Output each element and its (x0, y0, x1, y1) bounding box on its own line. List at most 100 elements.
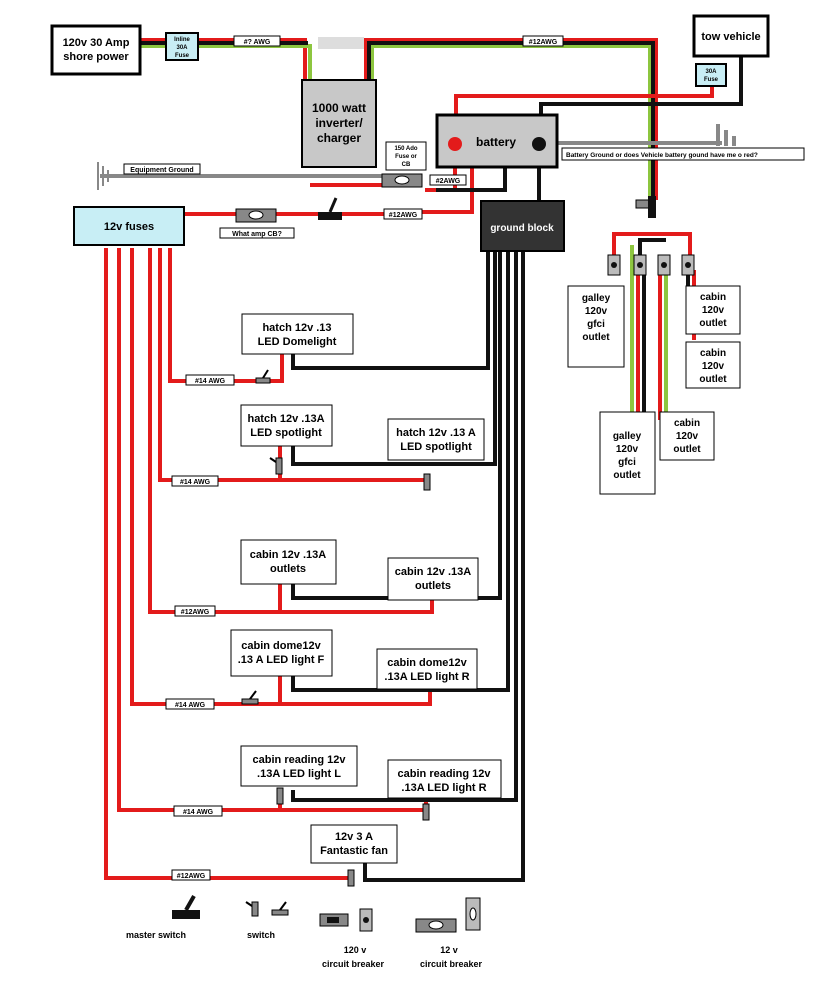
awg-14-a-label: #14 AWG (185, 374, 235, 386)
switch-hatch-spot-r (423, 473, 431, 491)
fuse-150-box: 150 Ado Fuse or CB (385, 141, 427, 171)
shore-power-box: 120v 30 Amp shore power (50, 24, 142, 76)
galley2-l4: outlet (613, 470, 641, 481)
awg-unknown-text: #? AWG (244, 39, 271, 46)
fan-hot (104, 248, 348, 880)
awg-14-b-label: #14 AWG (171, 475, 219, 487)
battery-positive-terminal (448, 137, 462, 151)
spot-hot (158, 248, 426, 482)
fan-gnd (363, 252, 525, 882)
awg-14-c-text: #14 AWG (175, 702, 206, 709)
inverter-l1: 1000 watt (312, 101, 366, 115)
cabin1-l1: cabin (700, 292, 726, 303)
cabin3-l2: 120v (676, 431, 699, 442)
awg-12-mid-label: #12AWG (383, 208, 423, 220)
legend-cb-12-l2: circuit breaker (420, 959, 483, 969)
outlet-breakers (607, 254, 695, 276)
awg-12-top-text: #12AWG (529, 39, 558, 46)
cabin-dome-r-l2: .13A LED light R (384, 671, 469, 683)
cabin1-l2: 120v (702, 305, 725, 316)
legend-master-switch-text: master switch (126, 930, 186, 940)
switch-hatch-dome (255, 369, 271, 384)
awg-12-c-label: #12AWG (174, 605, 216, 617)
battery-negative-terminal (532, 137, 546, 151)
reading-r-l1: cabin reading 12v (398, 768, 492, 780)
cabin2-l2: 120v (702, 361, 725, 372)
hatch-dome-l2: LED Domelight (258, 336, 337, 348)
awg-2-label: #2AWG (429, 174, 467, 186)
cabin-outlets-l-box: cabin 12v .13A outlets (240, 539, 337, 585)
switch-dome-f (241, 690, 259, 705)
dome-gnd (291, 252, 510, 692)
outlet-hot-bus (612, 232, 692, 255)
fan-l2: Fantastic fan (320, 845, 388, 857)
equipment-ground-symbol: Equipment Ground (97, 162, 201, 190)
fuse150-l3: CB (402, 162, 411, 168)
fuse150-l1: 150 Ado (394, 146, 417, 152)
cabin-dome-f-l2: .13 A LED light F (238, 654, 325, 666)
reading-l-l2: .13A LED light L (257, 768, 341, 780)
outlets-hot (148, 248, 434, 614)
galley2-l3: gfci (618, 457, 636, 468)
cabin-dome-r-box: cabin dome12v .13A LED light R (376, 648, 478, 690)
cb-inverter-symbol (381, 173, 423, 188)
cabin-outlets-r-box: cabin 12v .13A outlets (387, 557, 479, 601)
wires (100, 37, 743, 882)
cabin-dome-f-box: cabin dome12v .13 A LED light F (230, 629, 333, 677)
tow-fuse-l1: 30A (705, 69, 717, 75)
awg-14-d-text: #14 AWG (183, 809, 214, 816)
switch-reading-l (276, 787, 284, 805)
fan-l1: 12v 3 A (335, 831, 373, 843)
switch-fan (347, 869, 355, 887)
legend-switch: switch (245, 901, 289, 940)
awg-14-c-label: #14 AWG (165, 698, 215, 710)
shore-power-line2: shore power (63, 51, 129, 63)
galley1-l3: gfci (587, 319, 605, 330)
awg-2-text: #2AWG (436, 178, 461, 185)
hatch-spot-l-box: hatch 12v .13A LED spotlight (240, 404, 333, 447)
legend-cb-12: 12 v circuit breaker (415, 897, 483, 969)
awg-14-d-label: #14 AWG (173, 805, 223, 817)
fuse150-l2: Fuse or (395, 154, 417, 160)
legend-switch-text: switch (247, 930, 275, 940)
legend-cb-120: 120 v circuit breaker (319, 908, 385, 969)
hatch-spot-l-l1: hatch 12v .13A (247, 413, 324, 425)
awg-14-b-text: #14 AWG (180, 479, 211, 486)
battery-to-fuses (420, 150, 474, 214)
wire-gap (318, 37, 364, 49)
hatch-spot-l-l2: LED spotlight (250, 427, 322, 439)
awg-12-mid-text: #12AWG (389, 212, 418, 219)
inverter-box: 1000 watt inverter/ charger (301, 79, 377, 168)
galley2-l2: 120v (616, 444, 639, 455)
cabin-dome-f-l1: cabin dome12v (241, 640, 321, 652)
awg-12-c-text: #12AWG (181, 609, 210, 616)
cabin-outlets-l-l1: cabin 12v .13A (250, 549, 326, 561)
ground-block-text: ground block (490, 223, 554, 234)
equipment-ground-text: Equipment Ground (130, 167, 193, 174)
cabin-outlets-r-l1: cabin 12v .13A (395, 566, 471, 578)
hatch-spot-r-l2: LED spotlight (400, 441, 472, 453)
legend-master-switch: master switch (126, 895, 200, 940)
ground-block-box: ground block (480, 200, 565, 252)
cabin-outlet-1: cabin 120v outlet (685, 285, 741, 335)
tow-vehicle-box: tow vehicle (692, 14, 770, 58)
inverter-l2: inverter/ (315, 116, 363, 130)
fuse-small-symbol (635, 196, 656, 218)
reading-r-l2: .13A LED light R (401, 782, 486, 794)
tow-vehicle-text: tow vehicle (701, 31, 760, 43)
hatch-dome-l1: hatch 12v .13 (262, 322, 331, 334)
ac-ground-wire (370, 44, 652, 200)
reading-l-l1: cabin reading 12v (253, 754, 347, 766)
battery-box: battery (435, 113, 559, 169)
legend-cb-12-l1: 12 v (440, 945, 458, 955)
cabin1-l3: outlet (699, 318, 727, 329)
cabin2-l1: cabin (700, 348, 726, 359)
galley-outlet-2: galley 120v gfci outlet (599, 411, 656, 495)
shore-power-line1: 120v 30 Amp (63, 37, 130, 49)
cb-12v-symbol: What amp CB? (219, 208, 295, 239)
ac-hot-wire (364, 38, 658, 200)
hatch-dome-box: hatch 12v .13 LED Domelight (241, 313, 354, 355)
cabin-outlet-2: cabin 120v outlet (685, 341, 741, 389)
cabin-dome-r-l1: cabin dome12v (387, 657, 467, 669)
